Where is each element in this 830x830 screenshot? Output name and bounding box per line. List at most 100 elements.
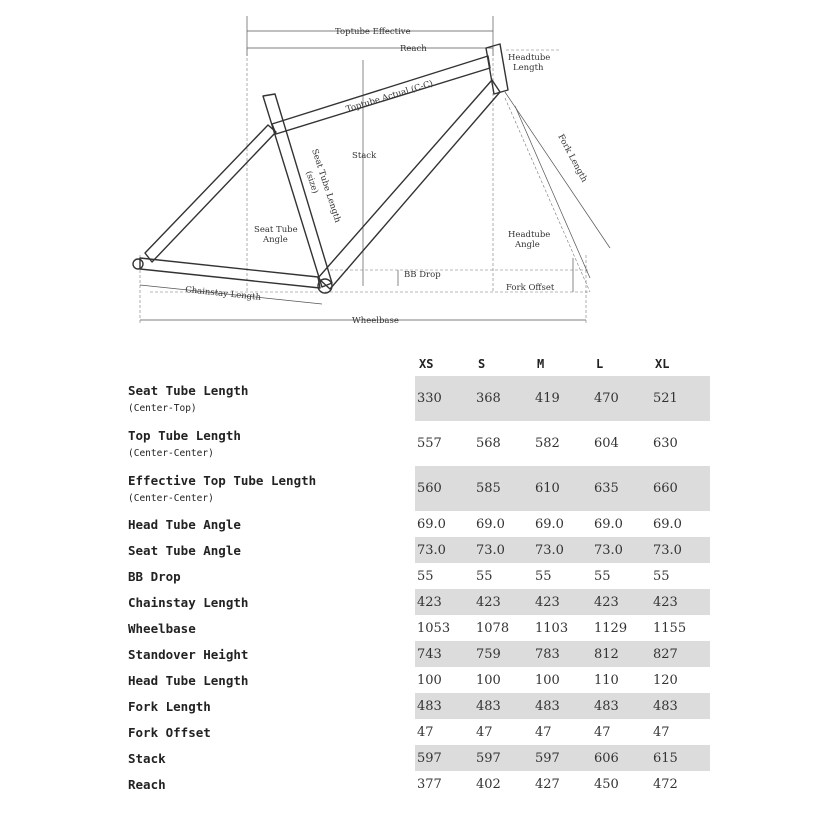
measurement-label: Top Tube Length (128, 428, 241, 443)
measurement-label-cell: Standover Height (125, 641, 415, 667)
measurement-value: 100 (535, 672, 560, 688)
measurement-value: 597 (533, 745, 592, 771)
measurement-value: 606 (592, 745, 651, 771)
measurement-label: Head Tube Angle (128, 516, 241, 532)
measurement-label-cell: Chainstay Length (125, 589, 415, 615)
measurement-value: 630 (653, 436, 678, 451)
label-seat-tube-angle-2: Angle (262, 235, 288, 245)
measurement-value: 110 (594, 672, 619, 688)
measurement-value: 423 (533, 589, 592, 615)
measurement-value: 635 (592, 466, 651, 511)
measurement-label: Standover Height (128, 646, 249, 662)
size-header: XL (655, 357, 670, 371)
measurement-value: 402 (476, 776, 501, 792)
measurement-value: 1129 (594, 620, 628, 636)
measurement-value: 55 (476, 568, 493, 584)
measurement-value: 759 (474, 641, 533, 667)
measurement-label-cell: Head Tube Length (125, 667, 415, 693)
measurement-label-cell: Seat Tube Length (Center-Top) (125, 376, 415, 421)
measurement-value: 73.0 (533, 537, 592, 563)
measurement-value: 582 (535, 436, 560, 451)
measurement-value: 69.0 (594, 516, 623, 532)
measurement-label-cell: Effective Top Tube Length (Center-Center) (125, 466, 415, 511)
measurement-value: 483 (651, 693, 710, 719)
measurement-value: 585 (474, 466, 533, 511)
measurement-value: 1103 (535, 620, 569, 636)
measurement-value: 55 (417, 568, 434, 584)
measurement-label-cell: Fork Offset (125, 719, 415, 745)
measurement-label-cell: Stack (125, 745, 415, 771)
measurement-value: 330 (415, 376, 474, 421)
measurement-value: 419 (533, 376, 592, 421)
measurement-value: 483 (533, 693, 592, 719)
geometry-table: XS S M L XL Seat Tube Length(Center-Top)… (125, 352, 710, 797)
table-row: Effective Top Tube Length (Center-Center)… (125, 466, 710, 511)
measurement-value: 73.0 (474, 537, 533, 563)
measurement-label: Fork Length (128, 698, 211, 714)
measurement-value: 423 (651, 589, 710, 615)
label-wheelbase: Wheelbase (352, 316, 399, 326)
measurement-label: Seat Tube Length (128, 383, 249, 398)
table-row: Top Tube Length (Center-Center) 557 568 582 6… (125, 421, 710, 466)
measurement-value: 73.0 (592, 537, 651, 563)
size-header: XS (419, 357, 434, 371)
measurement-label-cell: Top Tube Length (Center-Center) (125, 421, 415, 466)
measurement-label: Reach (128, 776, 166, 792)
header-spacer (125, 352, 415, 376)
measurement-value: 69.0 (653, 516, 682, 532)
measurement-label: Head Tube Length (128, 672, 249, 688)
measurement-value: 470 (592, 376, 651, 421)
measurement-value: 120 (653, 672, 678, 688)
measurement-value: 483 (415, 693, 474, 719)
label-fork-offset: Fork Offset (506, 283, 555, 293)
measurement-value: 450 (594, 776, 619, 792)
measurement-sublabel: (Center-Top) (128, 403, 197, 414)
measurement-label-cell: Head Tube Angle (125, 511, 415, 537)
measurement-label: Fork Offset (128, 724, 211, 740)
size-header: S (478, 357, 486, 371)
measurement-label: Wheelbase (128, 620, 196, 636)
measurement-value: 597 (415, 745, 474, 771)
label-headtube-angle-2: Angle (514, 240, 540, 250)
measurement-sublabel: (Center-Center) (128, 448, 214, 459)
measurement-value: 55 (653, 568, 670, 584)
measurement-value: 100 (476, 672, 501, 688)
measurement-value: 1078 (476, 620, 510, 636)
measurement-value: 377 (417, 776, 442, 792)
measurement-sublabel: (Center-Center) (128, 493, 214, 504)
measurement-value: 568 (476, 436, 501, 451)
measurement-value: 483 (474, 693, 533, 719)
label-reach: Reach (400, 44, 427, 54)
measurement-label: Effective Top Tube Length (128, 473, 317, 488)
measurement-value: 47 (535, 724, 552, 740)
measurement-value: 783 (533, 641, 592, 667)
label-headtube-length-2: Length (513, 63, 544, 73)
frame-geometry-diagram: Toptube Effective Reach Headtube Length … (132, 16, 611, 326)
measurement-value: 47 (417, 724, 434, 740)
measurement-value: 423 (592, 589, 651, 615)
measurement-value: 1053 (417, 620, 451, 636)
measurement-value: 1155 (653, 620, 687, 636)
label-fork-length: Fork Length (555, 133, 589, 185)
bike-frame (132, 43, 509, 294)
measurement-value: 560 (415, 466, 474, 511)
size-header: M (537, 357, 545, 371)
measurement-value: 521 (651, 376, 710, 421)
measurement-value: 604 (594, 436, 619, 451)
measurement-label-cell: Fork Length (125, 693, 415, 719)
label-stack: Stack (352, 151, 377, 161)
measurement-label-cell: Wheelbase (125, 615, 415, 641)
measurement-value: 557 (417, 436, 442, 451)
measurement-value: 368 (474, 376, 533, 421)
measurement-value: 423 (474, 589, 533, 615)
measurement-label: Stack (128, 750, 166, 766)
measurement-value: 69.0 (476, 516, 505, 532)
measurement-value: 427 (535, 776, 560, 792)
table-row: Wheelbase 1053 1078 1103 1129 1155 (125, 615, 710, 641)
